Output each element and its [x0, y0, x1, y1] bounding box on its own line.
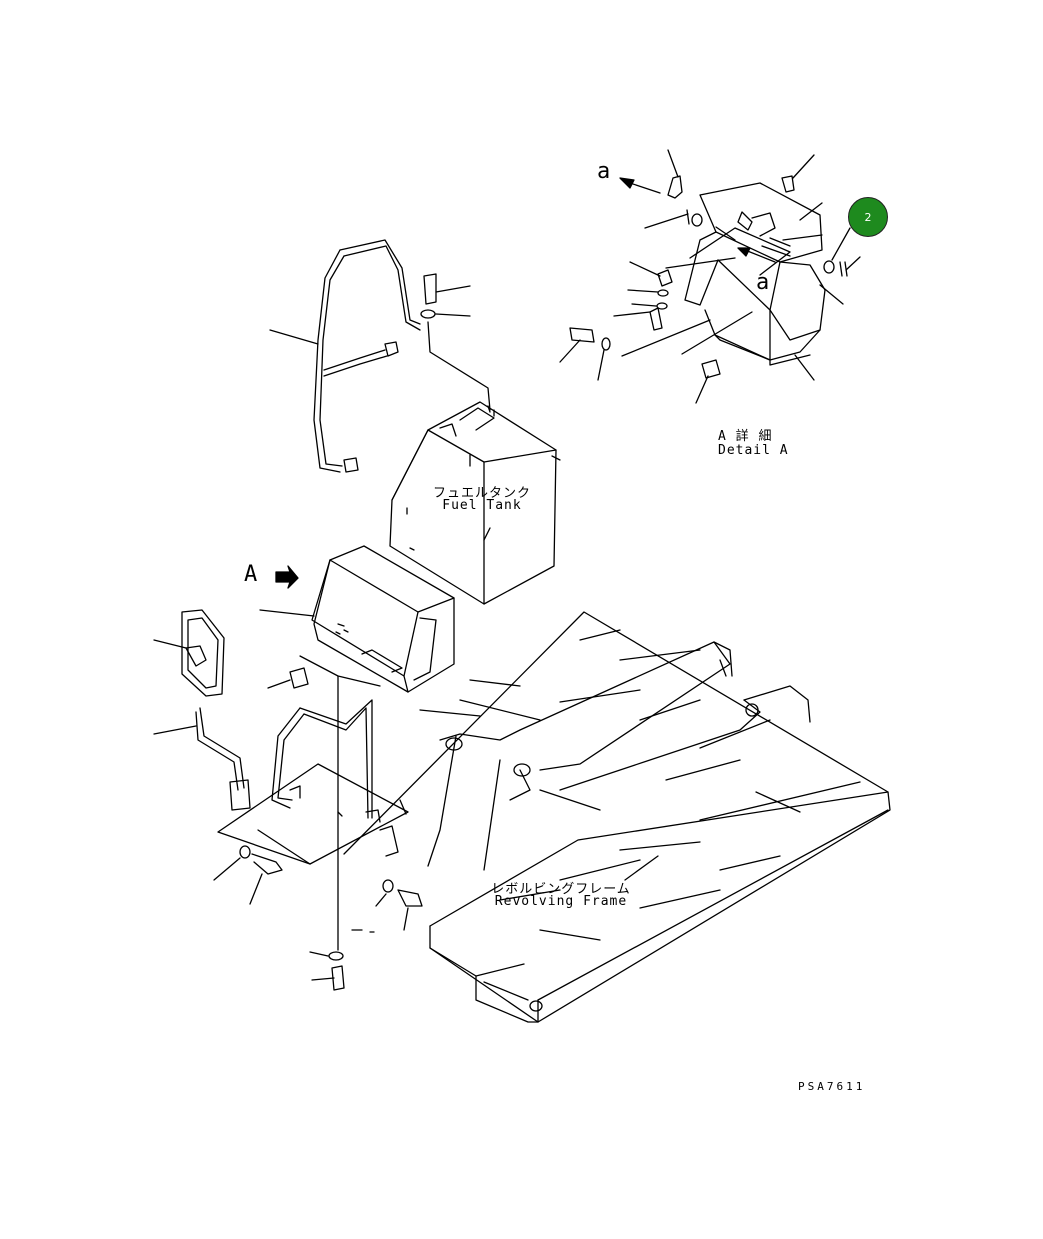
bottom-fasteners — [309, 951, 345, 991]
drawing-code: PSA7611 — [798, 1080, 866, 1093]
revolving-frame-label-jp: レボルビングフレーム — [491, 882, 631, 897]
detail-a-assembly — [559, 149, 861, 404]
mirror-stay — [153, 707, 251, 811]
callout-view-a: A — [244, 562, 258, 587]
guard-bracket — [213, 699, 409, 905]
detail-label-en: Detail A — [718, 443, 789, 458]
handrail — [269, 239, 491, 473]
callout-a-inner: a — [756, 270, 770, 295]
revolving-frame-label-en: Revolving Frame — [494, 894, 628, 909]
mirror — [153, 609, 225, 697]
revolving-frame-leader — [624, 855, 659, 881]
revolving-frame — [343, 611, 891, 1023]
callout-a-upper: a — [597, 159, 611, 184]
fuel-tank-label-jp: フュエルタンク — [432, 486, 531, 501]
view-a-arrow — [275, 565, 299, 589]
fuel-tank-label-en: Fuel Tank — [442, 498, 522, 513]
fuel-tank — [389, 401, 561, 605]
detail-label-jp: A 詳 細 — [718, 429, 773, 444]
item-number-badge[interactable]: 2 — [848, 197, 888, 237]
item-number: 2 — [864, 210, 872, 224]
battery-box — [259, 545, 455, 951]
